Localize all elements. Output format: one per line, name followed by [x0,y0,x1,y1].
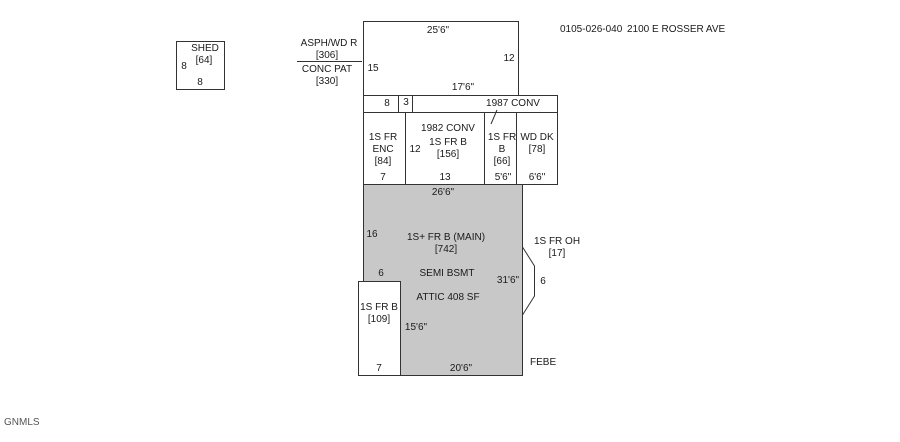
frb109-name: 1S FR B [360,302,398,313]
frb156-area: [156] [436,149,460,160]
frb156-name: 1S FR B [429,137,467,148]
wddk-outline [516,112,558,185]
frb66-name-2: B [498,144,506,155]
property-address: 2100 E ROSSER AVE [627,24,726,35]
oh-dim: 6 [540,276,546,287]
strip-conv-label: 1987 CONV [486,98,540,109]
wddk-dim-bottom: 6'6" [528,172,546,183]
main-attic: ATTIC 408 SF [416,292,480,303]
frb66-dim-bottom: 5'6" [494,172,512,183]
patio-area-2: [330] [315,76,339,87]
main-name: 1S+ FR B (MAIN) [406,232,486,243]
main-dim-notch: 6 [378,268,384,279]
enc-dim-bottom: 7 [380,172,386,183]
patio-dim-top: 25'6" [426,25,450,36]
frb66-area: [66] [493,156,511,167]
strip-dim-b: 3 [403,97,409,108]
enc-name-1: 1S FR [368,132,398,143]
enc-name-2: ENC [372,144,394,155]
patio-dim-left: 15 [367,63,379,74]
main-basement: SEMI BSMT [419,268,475,279]
wddk-name: WD DK [520,132,554,143]
patio-dim-right: 12 [503,53,515,64]
oh-name: 1S FR OH [533,236,581,247]
watermark: GNMLS [4,417,40,428]
patio-label-2: CONC PAT [301,64,353,75]
patio-dim-bottom: 17'6" [451,82,475,93]
febe-label: FEBE [530,357,557,368]
main-area-label: [742] [434,244,458,255]
frb109-area: [109] [367,314,391,325]
shed-name: SHED [191,43,219,54]
main-dim-left: 16 [366,229,378,240]
strip-dim-a: 8 [384,98,390,109]
patio-label-1: ASPH/WD R [300,38,358,49]
frb66-name-1: 1S FR [487,132,517,143]
frb156-dim-bottom: 13 [439,172,451,183]
parcel-id: 0105-026-040 [560,24,623,35]
enc-area: [84] [374,156,392,167]
oh-area: [17] [548,248,566,259]
main-dim-top: 26'6" [431,187,455,198]
shed-area: [64] [195,55,213,66]
shed-dim-left: 8 [181,61,187,72]
patio-area-1: [306] [315,50,339,61]
overhang-outline [522,246,535,316]
wddk-area: [78] [528,144,546,155]
main-dim-right: 31'6" [496,275,520,286]
main-dim-bottom: 20'6" [449,363,473,374]
shed-outline [176,41,225,90]
frb109-outline [358,281,401,376]
frb109-dim-bottom: 7 [376,363,382,374]
frb156-conv: 1982 CONV [421,123,475,134]
shed-dim-bottom: 8 [197,77,203,88]
main-dim-inner: 15'6" [404,322,428,333]
frb156-dim-left: 12 [409,144,421,155]
